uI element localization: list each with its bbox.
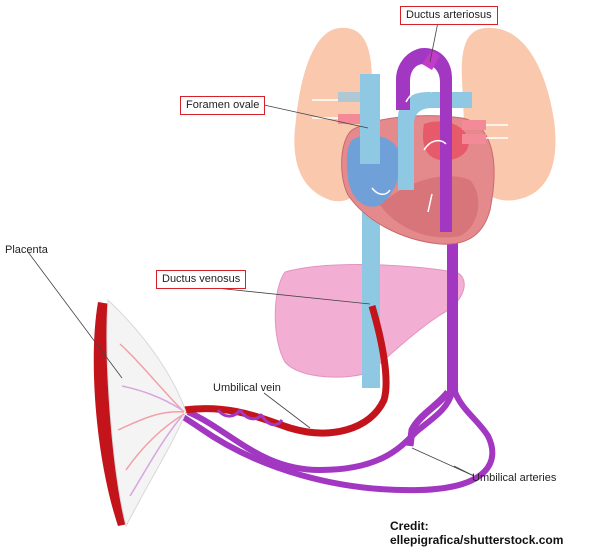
aortic-arch — [396, 48, 452, 232]
placenta-vessels — [117, 343, 185, 497]
label-ductus-venosus: Ductus venosus — [156, 270, 247, 289]
leader-lines — [27, 21, 475, 477]
descending-aorta — [447, 230, 458, 395]
flow-arrows — [312, 89, 508, 213]
twisted-cord-strands — [216, 408, 284, 427]
iliac-branch — [406, 389, 451, 447]
credit-line-2: ellepigrafica/shutterstock.com — [390, 533, 564, 547]
placenta-membrane — [106, 298, 187, 528]
pulmonary-vessel-left-top — [338, 92, 360, 102]
pulmonary-vessel-left-bottom — [338, 114, 360, 124]
inferior-vena-cava — [362, 200, 380, 388]
ductus-arteriosus-vessel — [422, 50, 440, 70]
label-ductus-arteriosus: Ductus arteriosus — [400, 6, 498, 25]
credit-line-1: Credit: — [390, 519, 429, 533]
umbilical-artery-upper — [186, 391, 455, 474]
label-umbilical-vein: Umbilical vein — [213, 382, 281, 394]
pulmonary-vessel-right-top — [462, 120, 486, 130]
pulmonary-vessel-right-bottom — [462, 134, 486, 144]
placenta-disc — [93, 302, 128, 526]
superior-vena-cava — [360, 74, 380, 164]
umbilical-artery-lower — [176, 390, 496, 494]
label-placenta: Placenta — [5, 244, 48, 256]
label-umbilical-arteries: Umbilical arteries — [472, 472, 557, 484]
label-foramen-ovale: Foramen ovale — [180, 96, 266, 115]
